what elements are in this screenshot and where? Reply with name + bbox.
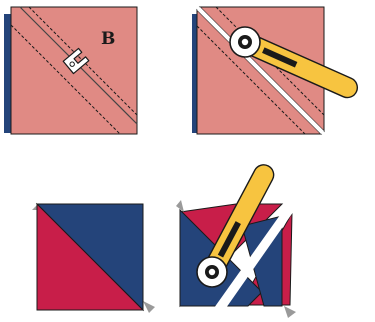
step-label-b: B — [101, 29, 115, 49]
panel-sew-diagonal: B — [4, 7, 137, 134]
panel-hst-opened — [32, 204, 155, 313]
dog-ear-bottom-right — [143, 301, 155, 313]
panel-cut-diagonal — [192, 7, 361, 134]
dog-ear-bottom-right-2 — [284, 306, 296, 318]
panel-hst-cut — [176, 161, 296, 318]
